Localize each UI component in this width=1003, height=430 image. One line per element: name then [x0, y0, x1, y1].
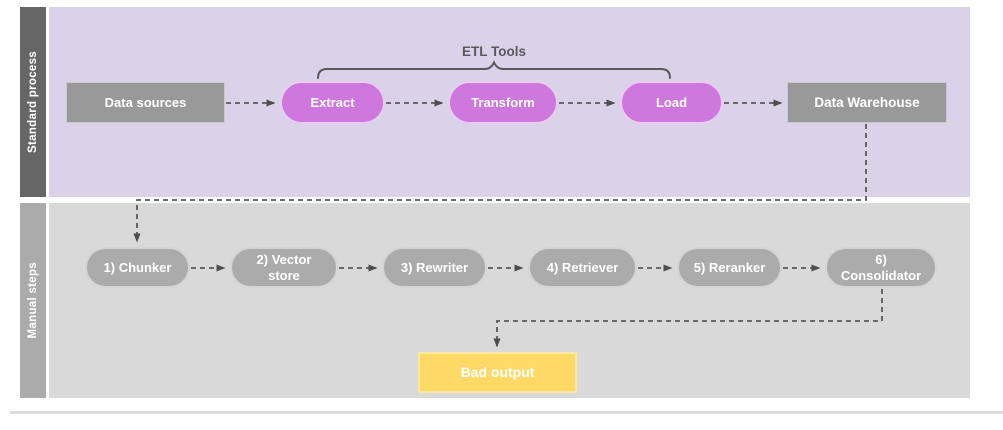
lane-label-standard-process-text: Standard process [27, 51, 39, 153]
lane-label-manual-steps-text: Manual steps [27, 262, 39, 339]
node-extract: Extract [280, 81, 385, 124]
node-rewriter: 3) Rewriter [382, 247, 487, 288]
node-load: Load [620, 81, 723, 124]
node-data-warehouse: Data Warehouse [787, 82, 947, 123]
node-transform: Transform [448, 81, 558, 124]
node-bad-output: Bad output [418, 352, 577, 393]
node-consolidator: 6) Consolidator [825, 247, 937, 288]
lane-label-manual-steps: Manual steps [20, 203, 46, 398]
node-retriever: 4) Retriever [528, 247, 637, 288]
etl-tools-title: ETL Tools [462, 44, 526, 59]
node-chunker: 1) Chunker [85, 247, 190, 288]
node-reranker: 5) Reranker [677, 247, 782, 288]
node-data-sources: Data sources [66, 82, 225, 123]
node-vector-store: 2) Vector store [230, 247, 338, 288]
page-bottom-divider [10, 411, 1003, 414]
lane-label-standard-process: Standard process [20, 7, 46, 197]
